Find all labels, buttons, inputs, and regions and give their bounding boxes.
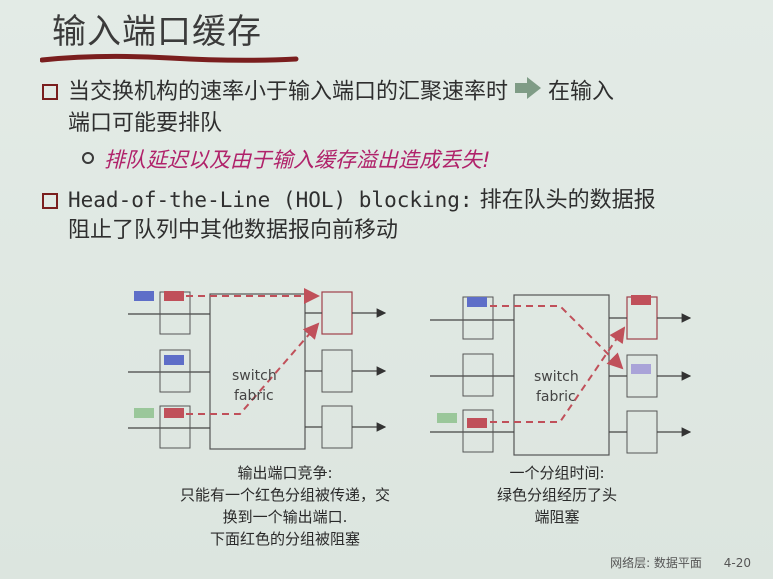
packet-green xyxy=(134,408,154,418)
bullet-input-rate: 当交换机构的速率小于输入端口的汇聚速率时 在输入 端口可能要排队 xyxy=(42,76,728,139)
right-caption: 一个分组时间: 绿色分组经历了头 端阻塞 xyxy=(462,462,652,528)
caption-line: 换到一个输出端口. xyxy=(222,508,348,526)
right-arrow-icon xyxy=(514,76,542,109)
footer-section: 网络层: 数据平面 xyxy=(610,556,702,570)
bullet-text-after-arrow: 在输入 xyxy=(548,79,615,105)
caption-line: 输出端口竞争: xyxy=(237,464,333,482)
bullet-text-line2: 端口可能要排队 xyxy=(68,111,223,136)
packet-blue xyxy=(164,355,184,365)
caption-line: 下面红色的分组被阻塞 xyxy=(209,530,360,548)
bullet-hol-blocking: Head-of-the-Line (HOL) blocking: 排在队头的数据… xyxy=(42,185,748,246)
output-port xyxy=(626,354,658,398)
left-diagram: switch fabric xyxy=(128,288,387,450)
packet-red xyxy=(164,291,184,301)
packet-red xyxy=(164,408,184,418)
sub-bullet-loss: 排队延迟以及由于输入缓存溢出造成丢失! xyxy=(82,144,491,174)
hol-text: 排在队头的数据报 xyxy=(472,188,656,213)
caption-line: 一个分组时间: xyxy=(509,464,605,482)
packet-red xyxy=(631,295,651,305)
output-port xyxy=(321,291,353,335)
square-bullet-icon xyxy=(42,84,58,100)
output-port xyxy=(321,349,353,393)
input-port xyxy=(462,409,494,453)
caption-line: 只能有一个红色分组被传递，交 xyxy=(179,486,390,504)
packet-lavender xyxy=(631,364,651,374)
packet-red xyxy=(467,418,487,428)
output-port xyxy=(321,405,353,449)
caption-line: 绿色分组经历了头 xyxy=(496,486,617,504)
packet-green xyxy=(437,413,457,423)
square-bullet-icon xyxy=(42,193,58,209)
page-number: 4-20 xyxy=(723,556,751,570)
fabric-label: fabric xyxy=(536,389,576,405)
switch-label: switch xyxy=(534,369,579,385)
input-port xyxy=(462,353,494,397)
packet-blue xyxy=(467,297,487,307)
slide-footer: 网络层: 数据平面 4-20 xyxy=(610,554,751,571)
hol-text-line2: 阻止了队列中其他数据报向前移动 xyxy=(68,218,399,243)
caption-line: 端阻塞 xyxy=(534,508,580,526)
bullet-text-line1: 当交换机构的速率小于输入端口的汇聚速率时 xyxy=(68,79,509,105)
switch-label: switch xyxy=(232,368,277,384)
packet-blue xyxy=(134,291,154,301)
fabric-label: fabric xyxy=(234,388,274,404)
output-port xyxy=(626,410,658,454)
right-diagram: switch fabric xyxy=(430,294,692,456)
circle-bullet-icon xyxy=(82,152,94,164)
sub-bullet-text: 排队延迟以及由于输入缓存溢出造成丢失! xyxy=(104,148,491,172)
title-underline xyxy=(40,53,299,63)
switch-fabric-box xyxy=(513,294,610,456)
input-port xyxy=(159,405,191,449)
input-port xyxy=(159,349,191,393)
left-caption: 输出端口竞争: 只能有一个红色分组被传递，交 换到一个输出端口. 下面红色的分组… xyxy=(150,462,420,550)
slide-title: 输入端口缓存 xyxy=(52,12,262,52)
hol-term: Head-of-the-Line (HOL) blocking: xyxy=(68,188,473,212)
